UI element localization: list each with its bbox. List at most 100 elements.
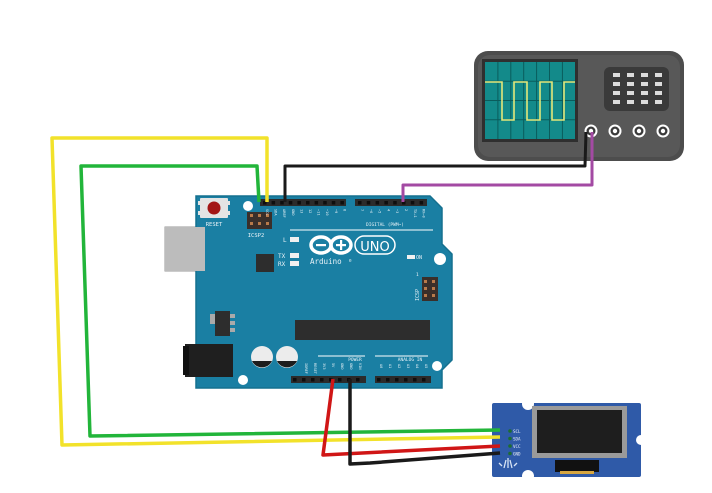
wires [50,131,594,466]
capacitor [251,346,273,368]
oscilloscope-button[interactable] [627,73,634,77]
mounting-hole [434,253,446,265]
pin-label: ~6 [369,209,373,213]
oscilloscope-button[interactable] [641,73,648,77]
header-pin[interactable] [410,201,415,205]
header-pin[interactable] [331,201,336,205]
pin-label: RESET [313,363,317,375]
header-pin[interactable] [402,201,406,205]
voltage-regulator [210,311,235,336]
digital-header-right [355,199,427,206]
oled-pin-label: SDA [513,437,521,442]
oscilloscope-button[interactable] [655,100,662,104]
header-pin[interactable] [395,378,399,382]
header-pin[interactable] [384,201,388,205]
icsp2-label: ICSP2 [248,233,265,239]
header-pin[interactable] [263,201,267,205]
reset-button[interactable] [198,198,230,218]
pin-label: A3 [406,364,410,368]
oscilloscope-button[interactable] [613,82,620,86]
oscilloscope-button[interactable] [641,91,648,95]
oscilloscope-button[interactable] [613,100,620,104]
header-pin[interactable] [320,378,324,382]
header-pin[interactable] [404,378,408,382]
header-pin[interactable] [302,378,306,382]
header-pin[interactable] [271,201,276,205]
oscilloscope-button[interactable] [613,73,620,77]
wire-gnd-scope [283,131,588,202]
power-header-label: POWER [348,357,362,363]
pin-label: A0 [379,364,383,368]
header-pin[interactable] [393,201,397,205]
pin-label: A2 [397,364,401,368]
oled-pin[interactable] [508,451,512,456]
header-pin[interactable] [419,201,424,205]
analog-header [375,376,431,383]
pin-label: ~9 [334,209,338,213]
pin-label: RX←0 [422,209,426,218]
trademark: ® [349,258,352,263]
header-pin[interactable] [366,201,371,205]
oscilloscope-grid [485,62,575,139]
header-pin[interactable] [314,201,319,205]
led-rx-label: RX [278,261,286,268]
oscilloscope-button[interactable] [627,91,634,95]
pin-label: GND [340,363,344,370]
pin-label: 8 [342,209,346,211]
capacitor [276,346,298,368]
header-pin[interactable] [377,378,381,382]
header-pin[interactable] [311,378,315,382]
header-pin[interactable] [297,201,301,205]
wire-scl [79,164,501,438]
grove-logo-icon [498,458,518,469]
oled-pin[interactable] [508,429,512,433]
atmega328p-chip [295,320,430,340]
header-pin[interactable] [422,378,426,382]
header-pin[interactable] [338,378,342,382]
oscilloscope-input-jack[interactable] [608,124,622,138]
pin-label: A5 [424,364,428,368]
header-pin[interactable] [375,201,380,205]
header-pin[interactable] [288,201,293,205]
digital-header-left [260,199,346,206]
oscilloscope-input-jack[interactable] [632,124,646,138]
wire-gnd-oled [348,379,501,466]
header-pin[interactable] [280,201,284,205]
oscilloscope-button[interactable] [655,91,662,95]
oled-pin[interactable] [508,444,512,448]
pin-label: GND [349,363,353,370]
header-pin[interactable] [358,201,362,205]
pin-label: 2 [404,209,408,211]
wire-probe [401,132,594,202]
header-pin[interactable] [323,201,327,205]
oscilloscope-button[interactable] [655,82,662,86]
header-pin[interactable] [413,378,417,382]
oled-pin[interactable] [508,436,512,441]
oscilloscope-button[interactable] [627,82,634,86]
oscilloscope-button[interactable] [613,91,620,95]
oscilloscope-input-jack[interactable] [656,124,670,138]
pin-label: IOREF [304,363,308,374]
mounting-hole [522,470,534,482]
oled-pin-label: GND [513,452,521,457]
oscilloscope-button[interactable] [627,100,634,104]
led-tx-label: TX [278,253,286,260]
header-pin[interactable] [386,378,390,382]
analog-header-label: ANALOG IN [398,357,423,363]
square-wave-trace [485,81,575,121]
oscilloscope-button[interactable] [641,82,648,86]
header-pin[interactable] [306,201,310,205]
header-pin[interactable] [340,201,344,205]
mounting-hole [432,361,442,371]
oled-screen[interactable] [537,410,622,453]
icsp-pin1-label: 1 [416,272,419,278]
oscilloscope-button[interactable] [655,73,662,77]
pin-label: AREF [282,209,286,218]
header-pin[interactable] [356,378,360,382]
led-l [290,237,299,242]
usb-chip [256,254,274,272]
oscilloscope-button[interactable] [641,100,648,104]
header-pin[interactable] [329,378,333,382]
wire-sda [50,136,501,447]
header-pin[interactable] [293,378,297,382]
